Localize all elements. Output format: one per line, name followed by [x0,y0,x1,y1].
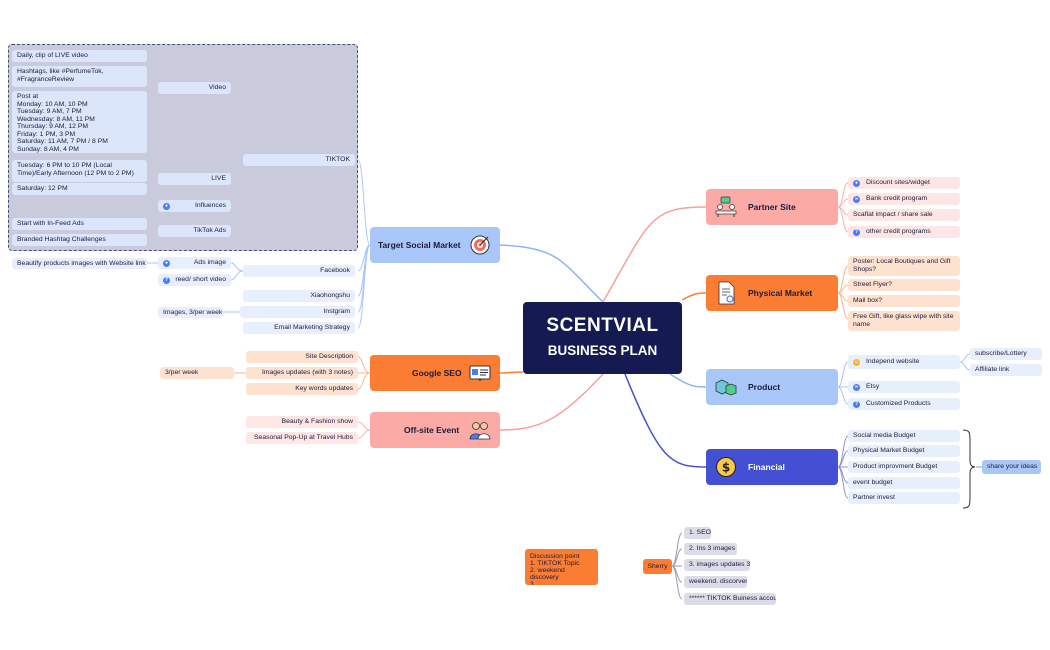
improvement-budget-node[interactable]: Product improvment Budget [848,461,960,473]
post-times-node[interactable]: Post at Monday: 10 AM, 10 PM Tuesday: 9 … [12,91,147,153]
xiaohongshu-node[interactable]: Xiaohongshu [243,290,355,302]
question-icon: ? [163,276,170,284]
google-seo-branch[interactable]: Google SEO [370,355,500,391]
branded-hashtag-node[interactable]: Branded Hashtag Challenges [12,234,147,246]
social-budget-node[interactable]: Social media Budget [848,430,960,442]
target-social-market-label: Target Social Market [378,240,461,250]
live-tuesday-node[interactable]: Tuesday: 6 PM to 10 PM (Local Time)/Earl… [12,160,147,182]
partner-site-label: Partner Site [748,202,796,212]
images-updates-node[interactable]: Images updates (with 3 notes) [246,367,358,379]
daily-clip-node[interactable]: Daily, clip of LIVE video [12,50,147,62]
discussion-item-4[interactable]: weekend. discorver [684,576,747,588]
physical-budget-node[interactable]: Physical Market Budget [848,445,960,457]
influences-label: Influences [195,202,226,209]
street-flyer-node[interactable]: Street Flyer? [848,279,960,291]
instgram-node[interactable]: Instgram [240,306,355,318]
discussion-note[interactable]: Discussion point 1. TIKTOK Topic 2. week… [525,549,598,585]
scaflat-node[interactable]: Scaflat impact / share sale [848,209,960,221]
discussion-item-2[interactable]: 2. Ins 3 images [684,543,737,555]
question-icon: ? [853,400,860,408]
poster-node[interactable]: Poster: Local Boutiques and Gift Shops? [848,256,960,276]
physical-market-label: Physical Market [748,288,813,298]
live-node[interactable]: LIVE [158,173,231,185]
discussion-item-1[interactable]: 1. SEO [684,527,711,539]
free-gift-node[interactable]: Free Gift, like glass wipe with site nam… [848,311,960,331]
email-marketing-node[interactable]: Email Marketing Strategy [243,322,355,334]
reed-video-label: reed/ short video [175,276,226,283]
keywords-node[interactable]: Key words updates [246,383,358,395]
boxes-icon [714,375,738,399]
facebook-node[interactable]: Facebook [243,265,355,277]
independ-website-label: Independ website [866,358,920,365]
hashtags-node[interactable]: Hashtags, like #PerfumeTok, #FragranceRe… [12,66,147,87]
affiliate-link-node[interactable]: Affiliate link [970,364,1042,376]
etsy-label: Etsy [866,383,880,390]
link-icon: ∞ [853,195,860,203]
financial-label: Financial [748,462,785,472]
sherry-node[interactable]: Sherry [643,559,672,574]
partner-site-branch[interactable]: Partner Site [706,189,838,225]
independ-website-node[interactable]: ☺ Independ website [848,355,960,369]
svg-text:$: $ [722,461,730,475]
tiktok-ads-node[interactable]: TikTok Ads [158,225,231,237]
physical-market-branch[interactable]: Physical Market [706,275,838,311]
beautify-node[interactable]: Beautify products images with Website li… [12,258,147,269]
discount-sites-node[interactable]: ● Discount sites/widget [848,177,960,189]
central-topic-subtitle: BUSINESS PLAN [547,343,658,358]
share-ideas-node[interactable]: share your ideas [982,460,1041,474]
live-saturday-node[interactable]: Saturday: 12 PM [12,183,147,195]
customized-products-node[interactable]: ? Customized Products [848,398,960,410]
mailbox-node[interactable]: Mail box? [848,295,960,307]
central-topic[interactable]: SCENTVIAL BUSINESS PLAN [523,302,682,374]
question-icon: ? [853,228,860,236]
product-branch[interactable]: Product [706,369,838,405]
meeting-icon [714,195,738,219]
offsite-event-label: Off-site Event [404,425,460,435]
popup-node[interactable]: Seasonal Pop-Up at Travel Hubs [246,432,358,444]
link-icon: ∞ [853,383,860,391]
discussion-item-5[interactable]: ****** TIKTOK Buiness accout [684,593,776,605]
smile-icon: ☺ [853,358,860,366]
target-icon [468,233,492,257]
reed-video-node[interactable]: ? reed/ short video [158,274,231,286]
subscribe-node[interactable]: subscribe/Lottery [970,348,1042,360]
discussion-item-3[interactable]: 3. images updates 3 [684,559,750,571]
ads-image-label: Ads image [193,259,226,266]
bank-credit-label: Bank credit program [866,195,928,202]
target-social-market-branch[interactable]: Target Social Market [370,227,500,263]
ads-image-node[interactable]: ● Ads image [158,257,231,269]
person-icon: ● [163,259,170,267]
images-week-node[interactable]: Images, 3/per week [158,307,222,318]
central-topic-title: SCENTVIAL [546,315,659,336]
influences-node[interactable]: ● Influences [158,200,231,212]
partner-invest-node[interactable]: Partner invest [848,492,960,504]
offsite-event-branch[interactable]: Off-site Event [370,412,500,448]
infeed-ads-node[interactable]: Start with In-Feed Ads [12,218,147,230]
etsy-node[interactable]: ∞ Etsy [848,381,960,393]
site-description-node[interactable]: Site Description [246,351,358,363]
discount-sites-label: Discount sites/widget [866,179,930,186]
per-week-node[interactable]: 3/per week [160,367,234,379]
google-seo-label: Google SEO [412,368,462,378]
summary-brace [962,429,976,509]
other-credit-label: other credit programs [866,228,931,235]
other-credit-node[interactable]: ? other credit programs [848,226,960,238]
product-label: Product [748,382,781,392]
event-budget-node[interactable]: event budget [848,477,960,489]
person-icon: ● [853,179,860,187]
beauty-show-node[interactable]: Beauty & Fashion show [246,416,358,428]
browser-icon [468,361,492,385]
customized-products-label: Customized Products [866,400,931,407]
bank-credit-node[interactable]: ∞ Bank credit program [848,193,960,205]
video-node[interactable]: Video [158,82,231,94]
financial-branch[interactable]: $ Financial [706,449,838,485]
tiktok-node[interactable]: TIKTOK [243,154,355,166]
person-icon: ● [163,202,170,210]
people-icon [468,418,492,442]
document-icon [714,281,738,305]
dollar-coin-icon: $ [714,455,738,479]
